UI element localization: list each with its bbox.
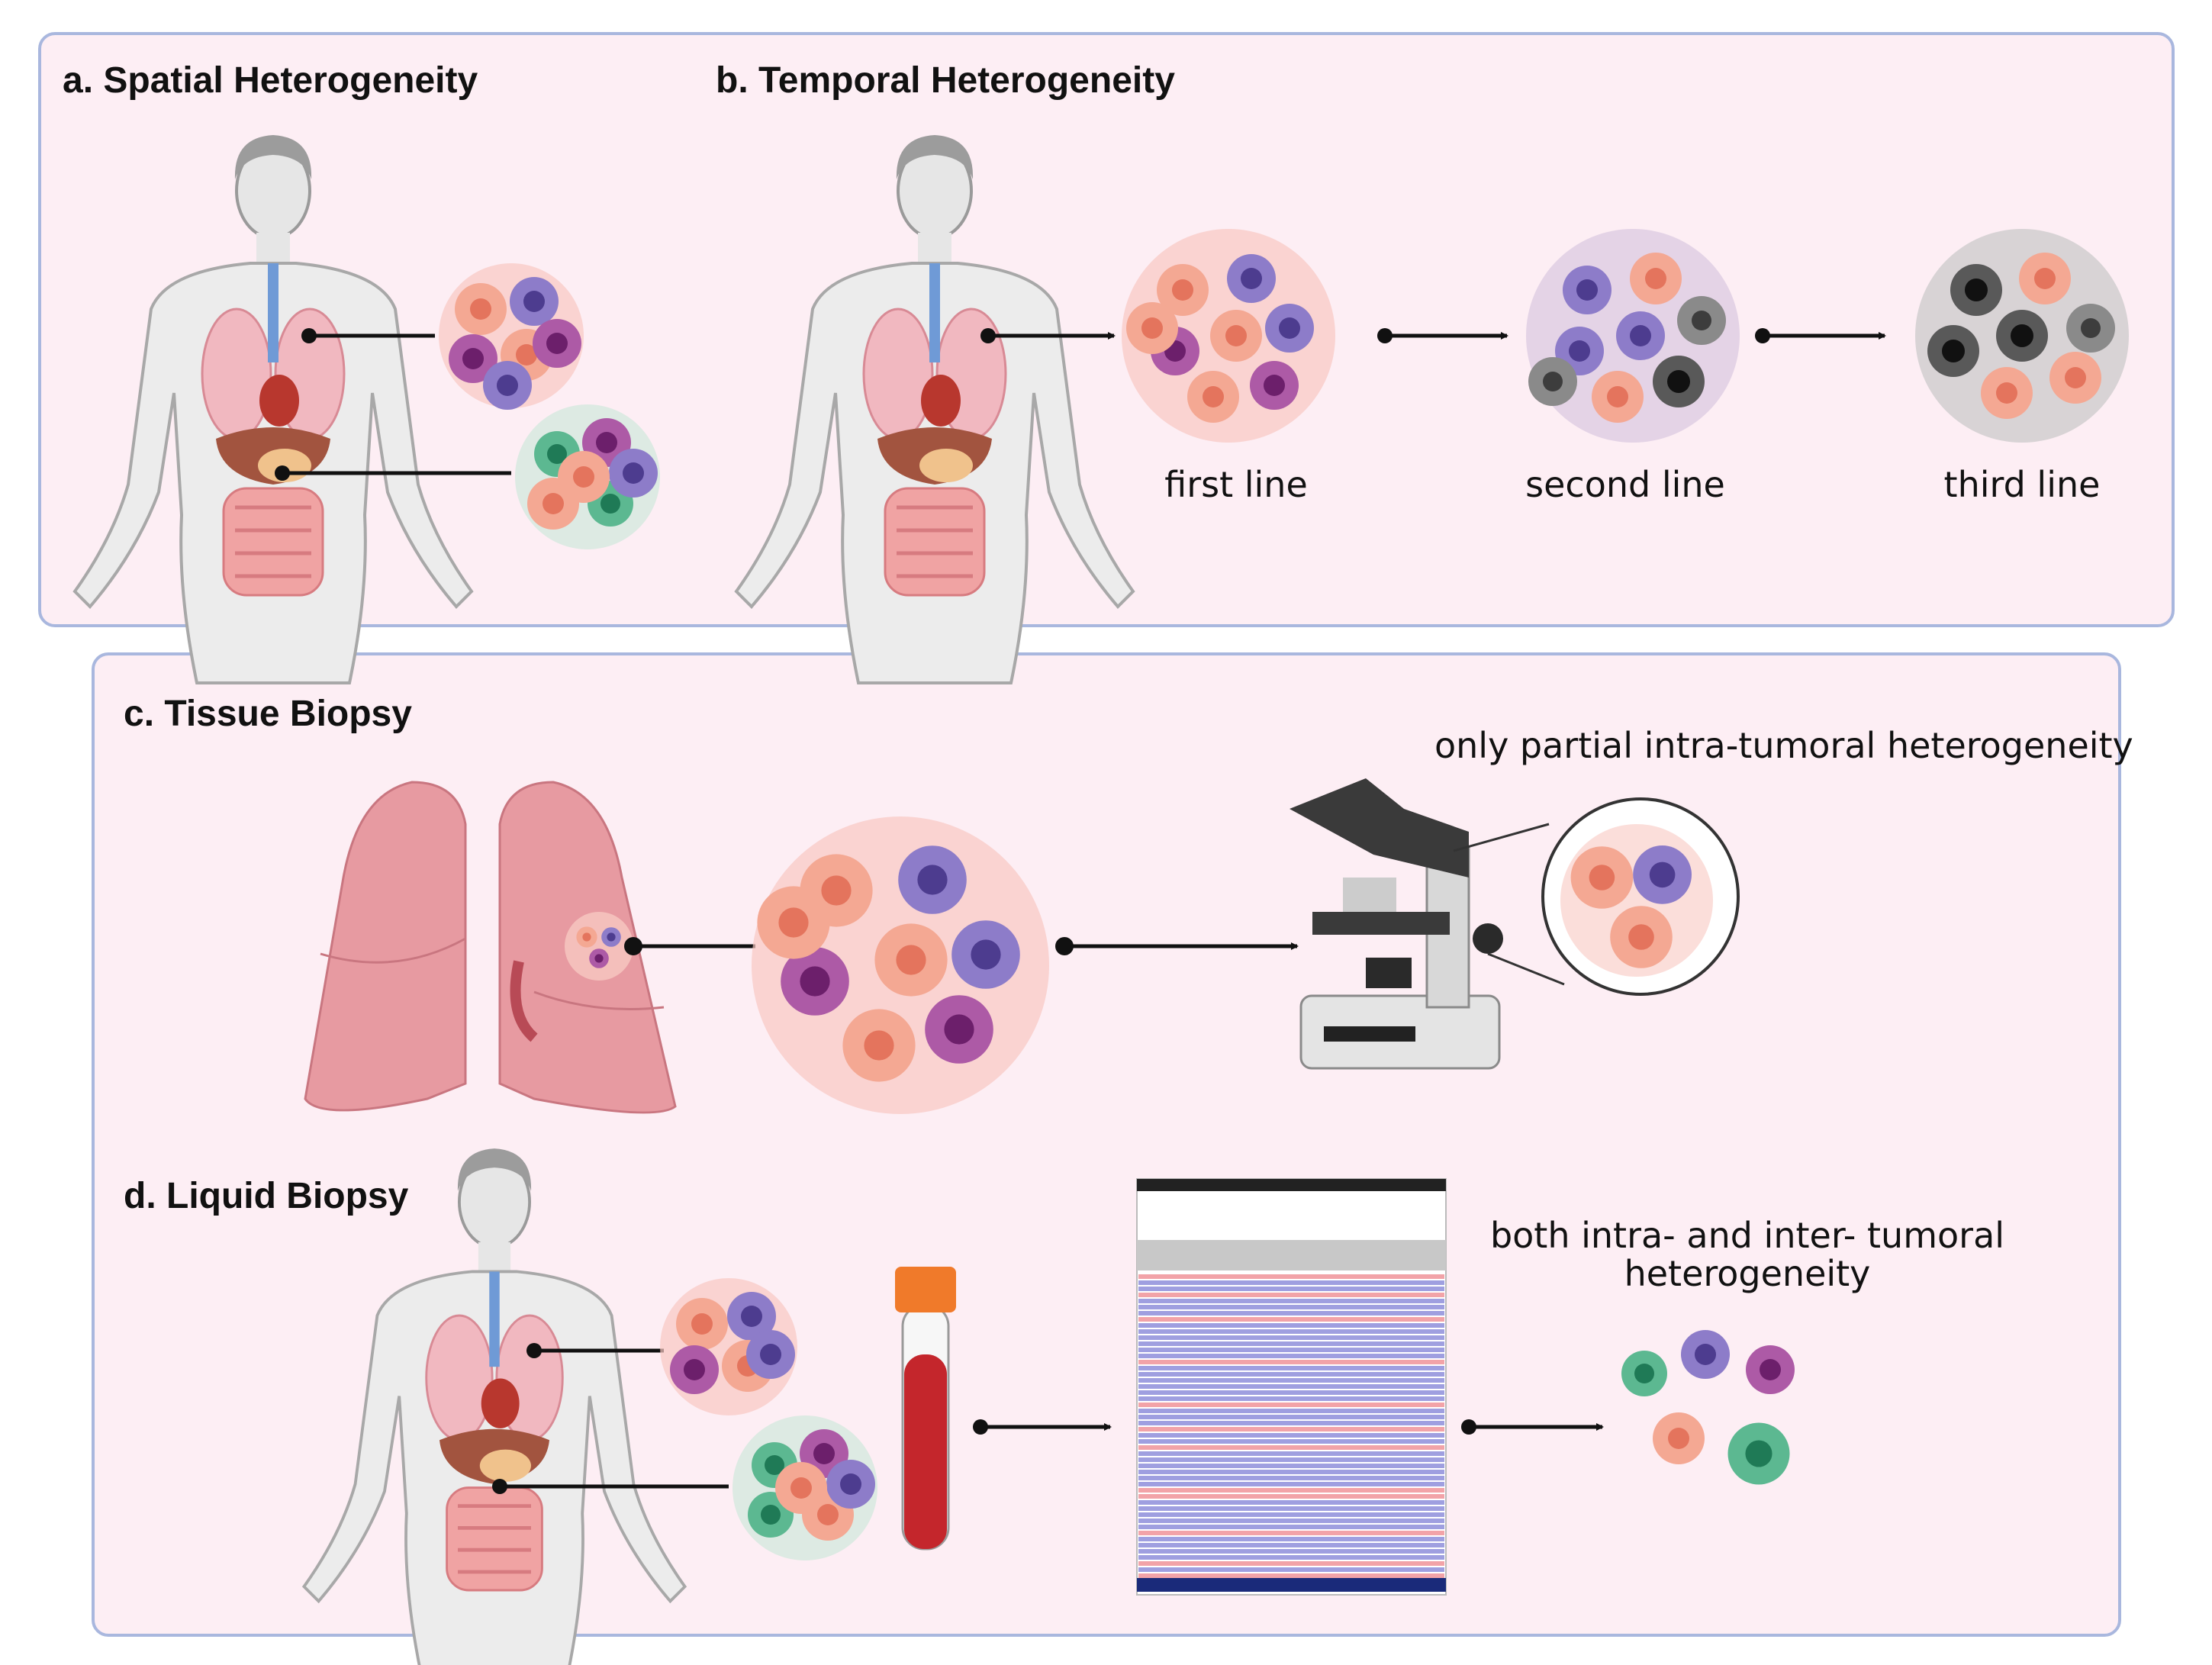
sequencing-read	[1138, 1348, 1444, 1352]
sequencing-read	[1138, 1366, 1444, 1370]
sequencing-read	[1138, 1537, 1444, 1541]
sequencing-read	[1138, 1555, 1444, 1560]
sequencing-read	[1138, 1280, 1444, 1285]
sequencing-read	[1138, 1476, 1444, 1480]
sequencing-read	[1138, 1403, 1444, 1407]
sequencing-read	[1138, 1525, 1444, 1529]
sequencing-read	[1138, 1335, 1444, 1340]
sequencing-read	[1138, 1488, 1444, 1493]
microscope-icon	[1290, 778, 1503, 1070]
sequencing-read	[1138, 1372, 1444, 1377]
human-figure-a	[75, 135, 472, 683]
sequencing-read	[1138, 1299, 1444, 1303]
sequencing-read	[1138, 1445, 1444, 1450]
human-figure-d	[304, 1148, 684, 1665]
sequencing-read	[1138, 1482, 1444, 1486]
tumor-lung-a	[439, 263, 584, 410]
sequencing-read	[1138, 1427, 1444, 1432]
sequencing-read	[1138, 1323, 1444, 1328]
sequencing-read	[1138, 1287, 1444, 1291]
sequencing-read	[1138, 1561, 1444, 1566]
sequencing-read	[1138, 1274, 1444, 1279]
sequencing-read	[1138, 1506, 1444, 1511]
panel-d-title: d. Liquid Biopsy	[124, 1176, 409, 1216]
sequencing-read	[1138, 1531, 1444, 1535]
sequencing-read	[1138, 1464, 1444, 1468]
sequencing-read	[1138, 1512, 1444, 1517]
sequencing-read	[1138, 1518, 1444, 1523]
sequencing-read	[1138, 1567, 1444, 1572]
tumor-tissue-biopsy	[752, 816, 1049, 1114]
sequencing-read	[1138, 1305, 1444, 1309]
tumor-third-line	[1915, 229, 2129, 443]
sequencing-read	[1138, 1311, 1444, 1316]
sequencing-read	[1138, 1415, 1444, 1419]
magnified-cells	[1560, 824, 1713, 977]
sequencing-read	[1138, 1384, 1444, 1389]
tumor-second-line	[1526, 229, 1740, 443]
stage-label-first: first line	[1164, 464, 1308, 505]
sequencing-read	[1138, 1317, 1444, 1322]
sequencing-read	[1138, 1421, 1444, 1425]
sequencing-read	[1138, 1573, 1444, 1578]
small-lung-tumor	[565, 912, 633, 981]
sequencing-read	[1138, 1457, 1444, 1462]
circulating-cells	[1621, 1330, 1795, 1485]
sequencing-read	[1138, 1396, 1444, 1401]
sequencing-read	[1138, 1354, 1444, 1358]
panel-b-title: b. Temporal Heterogeneity	[716, 60, 1175, 101]
blood-tube-icon	[895, 1267, 956, 1551]
stage-label-third: third line	[1943, 464, 2101, 505]
sequencing-read	[1138, 1470, 1444, 1474]
sequencing-read	[1138, 1543, 1444, 1547]
tumor-gut-a	[515, 404, 660, 549]
sequencing-reads-panel	[1136, 1178, 1447, 1596]
tumor-gut-d	[733, 1415, 877, 1560]
sequencing-read	[1138, 1360, 1444, 1364]
human-figure-b	[736, 135, 1133, 683]
sequencing-read	[1138, 1293, 1444, 1297]
sequencing-read	[1138, 1500, 1444, 1505]
sequencing-read	[1138, 1390, 1444, 1395]
tissue-biopsy-caption: only partial intra-tumoral heterogeneity	[1434, 725, 2133, 766]
panel-a-title: a. Spatial Heterogeneity	[63, 60, 478, 101]
sequencing-read	[1138, 1378, 1444, 1383]
sequencing-read	[1138, 1341, 1444, 1346]
sequencing-read	[1138, 1433, 1444, 1438]
tumor-first-line	[1122, 229, 1335, 443]
sequencing-read	[1138, 1549, 1444, 1554]
sequencing-read	[1138, 1439, 1444, 1444]
liquid-biopsy-caption-line1: both intra- and inter- tumoral	[1489, 1215, 2005, 1256]
tumor-lung-d	[660, 1278, 797, 1415]
panel-c-title: c. Tissue Biopsy	[124, 694, 412, 734]
sequencing-read	[1138, 1329, 1444, 1334]
liquid-biopsy-caption-line2: heterogeneity	[1624, 1253, 1871, 1294]
sequencing-read	[1138, 1409, 1444, 1413]
stage-label-second: second line	[1525, 464, 1725, 505]
sequencing-read	[1138, 1451, 1444, 1456]
sequencing-read	[1138, 1494, 1444, 1499]
